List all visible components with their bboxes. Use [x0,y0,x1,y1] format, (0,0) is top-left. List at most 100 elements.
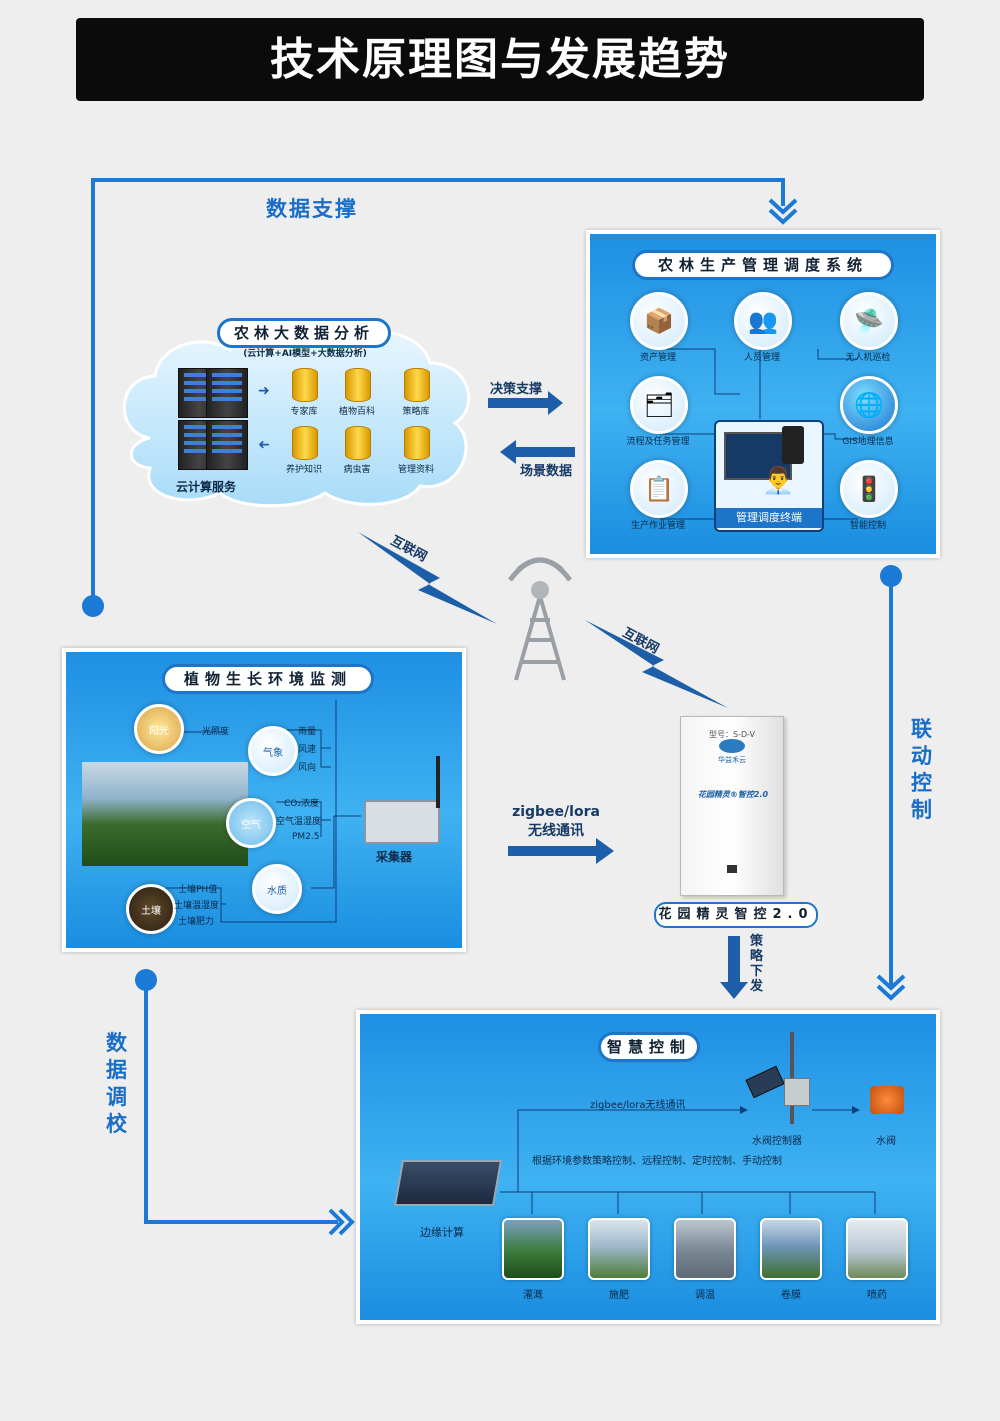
database-icon [404,426,430,460]
irrigation-image [502,1218,564,1280]
output-label: 喷药 [867,1290,887,1301]
film-image [760,1218,822,1280]
sensor-label: 雨量 [298,727,317,737]
db-label: 植物百科 [338,407,375,417]
wireless-text: zigbee/lora无线通讯 [590,1100,686,1111]
drone-icon: 🛸 [840,292,898,350]
arrow-left-icon: ➜ [258,437,270,453]
smart-control-title: 智慧控制 [598,1032,700,1062]
mgmt-right-label: 智能控制 [849,521,886,531]
arrow-right-icon: ➜ [258,383,270,399]
valve-controller-label: 水阀控制器 [752,1136,802,1147]
bigdata-subtitle: (云计算+AI模型+大数据分析) [243,349,367,359]
data-calibration-line [144,980,338,1224]
asset-boxes-icon: 📦 [630,292,688,350]
water-bubble: 水质 [252,864,302,914]
mgmt-right-label: 无人机巡检 [845,353,891,363]
antenna-icon [436,756,440,808]
valve-label: 水阀 [876,1136,896,1147]
sensor-label: 土壤肥力 [178,917,215,927]
mgmt-top-label: 人员管理 [743,353,780,363]
mgmt-left-label: 资产管理 [639,353,676,363]
valve-controller-box [784,1078,810,1106]
people-icon: 👥 [734,292,792,350]
greenhouse-image [82,762,248,866]
server-icon [206,368,248,418]
data-support-label: 数据支撑 [266,197,358,221]
sensor-label: 空气温湿度 [276,817,322,827]
database-icon [404,368,430,402]
sensor-label: 土壤温湿度 [174,901,220,911]
data-support-line [91,178,785,605]
sensor-label: PM2.5 [292,832,320,842]
output-label: 卷膜 [781,1290,801,1301]
database-icon [345,368,371,402]
wireless-label-line1: zigbee/lora [512,804,600,820]
sensor-label: CO₂浓度 [284,799,319,809]
soil-bubble: 土壤 [126,884,176,934]
strategy-label: 策略下发 [750,934,764,994]
management-panel: 农林生产管理调度系统 📦 👥 🛸 🗂 🌐 📋 🚦 资产管理 人员管理 无人机巡检… [586,230,940,558]
valve-icon [870,1086,904,1114]
decision-support-label: 决策支撑 [490,382,543,397]
wireless-label-line2: 无线通讯 [528,823,584,839]
operator-icon: 👨‍💼 [762,466,795,496]
control-cabinet: 型号：S-D-V 华益禾云 花园精灵®智控2.0 [680,716,784,896]
fertilize-image [588,1218,650,1280]
data-calibration-label: 数据调校 [106,1031,127,1136]
lock-icon [727,865,737,873]
edge-label: 边缘计算 [420,1226,464,1239]
output-label: 施肥 [609,1290,629,1301]
database-icon [292,426,318,460]
collector-label: 采集器 [376,850,413,864]
wireless-label: zigbee/lora 无线通讯 [508,804,604,840]
mgmt-left-label: 生产作业管理 [630,521,685,531]
cabinet-brand: 华益禾云 [718,756,746,764]
sensor-label: 风速 [298,745,317,755]
output-label: 调温 [695,1290,715,1301]
phone-icon [782,426,804,464]
clipboard-icon: 📋 [630,460,688,518]
mgmt-left-label: 流程及任务管理 [626,437,690,447]
weather-bubble: 气象 [248,726,298,776]
smart-control-panel: 智慧控制 zigbee/lora无线通讯 根据环境参数策略控制、远程控制、定时控… [356,1010,940,1324]
cloud-service-label: 云计算服务 [176,480,237,494]
database-icon [345,426,371,460]
collector-device [364,800,440,844]
spray-image [846,1218,908,1280]
cabinet-name: 花园精灵智控2.0 [654,902,818,928]
management-links [660,348,858,520]
terminal-box: 👨‍💼 管理调度终端 [714,420,824,532]
output-label: 灌溉 [523,1290,543,1301]
cabinet-plate: 型号：S-D-V [709,730,756,739]
db-label: 病虫害 [343,465,371,475]
db-label: 养护知识 [285,465,322,475]
database-icon [292,368,318,402]
strategy-text: 根据环境参数策略控制、远程控制、定时控制、手动控制 [532,1156,782,1167]
bigdata-title: 农林大数据分析 [217,318,391,348]
linkage-control-label: 联动控制 [911,717,932,822]
page-title: 技术原理图与发展趋势 [76,18,924,101]
db-label: 专家库 [290,407,318,417]
db-label: 管理资料 [397,465,434,475]
traffic-light-icon: 🚦 [840,460,898,518]
monitor-panel: 植物生长环境监测 阳光 气象 空气 水质 土壤 光照度 雨量 风速 风向 CO₂… [62,648,466,952]
sensor-label: 风向 [298,763,317,773]
control-links [500,1106,876,1214]
cabinet-model: 花园精灵®智控2.0 [697,790,769,799]
monitor-title: 植物生长环境监测 [162,664,374,694]
sensor-links [166,700,361,923]
air-bubble: 空气 [226,798,276,848]
brand-logo-icon [719,739,745,753]
db-label: 策略库 [402,407,430,417]
edge-gateway-device [393,1160,503,1206]
sensor-label: 土壤PH值 [178,885,218,895]
management-title: 农林生产管理调度系统 [632,250,894,280]
flowchart-icon: 🗂 [630,376,688,434]
scene-data-label: 场景数据 [520,464,573,479]
server-icon [206,420,248,470]
terminal-label: 管理调度终端 [716,508,822,528]
temperature-image [674,1218,736,1280]
mgmt-right-label: GIS地理信息 [842,437,894,447]
